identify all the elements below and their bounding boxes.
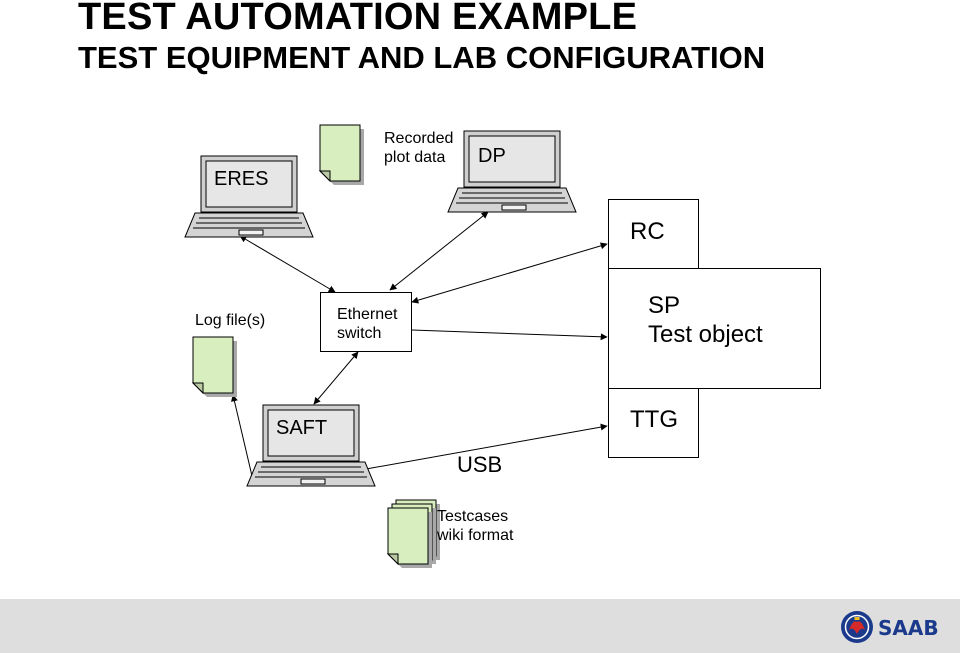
saft-label: SAFT: [276, 417, 328, 439]
recorded-plot-document-icon: [319, 124, 365, 186]
rc-label: RC: [630, 218, 665, 245]
footer-bar: SAAB: [0, 599, 960, 653]
link-eres-switch: [239, 235, 336, 293]
ttg-label: TTG: [630, 406, 678, 433]
saab-logo: SAAB: [841, 611, 939, 643]
connections: [231, 211, 608, 477]
link-switch-saft: [313, 351, 359, 405]
log-file-document-icon: [192, 336, 238, 398]
eres-label: ERES: [214, 168, 269, 190]
saab-logo-text: SAAB: [878, 616, 939, 640]
link-saft-log: [231, 394, 253, 477]
rc-box: [608, 199, 699, 269]
testcases-document-stack-icon: [387, 499, 441, 569]
network-diagram: [184, 124, 608, 569]
plot-data-label: plot data: [384, 149, 446, 166]
usb-label: USB: [457, 452, 503, 477]
sp-label: SP: [648, 292, 681, 319]
link-saft-ttg: [354, 423, 608, 474]
page-subtitle: TEST EQUIPMENT AND LAB CONFIGURATION: [78, 40, 766, 75]
link-dp-switch: [389, 211, 489, 291]
link-rc-switch: [411, 242, 608, 304]
wiki-format-label: wiki format: [437, 527, 514, 544]
log-files-label: Log file(s): [195, 312, 266, 329]
dp-laptop-icon: [447, 130, 577, 213]
testcases-label: Testcases: [437, 508, 509, 525]
ethernet-switch-box: [320, 292, 412, 352]
test-object-label: Test object: [648, 321, 763, 348]
link-switch-sp: [411, 329, 608, 341]
ethernet-label: Ethernet: [337, 306, 398, 323]
dp-label: DP: [478, 145, 506, 167]
recorded-label: Recorded: [384, 130, 454, 147]
page-title: TEST AUTOMATION EXAMPLE: [78, 0, 638, 38]
switch-label: switch: [337, 325, 382, 342]
ttg-box: [608, 388, 699, 458]
sp-test-object-box: [608, 268, 821, 389]
